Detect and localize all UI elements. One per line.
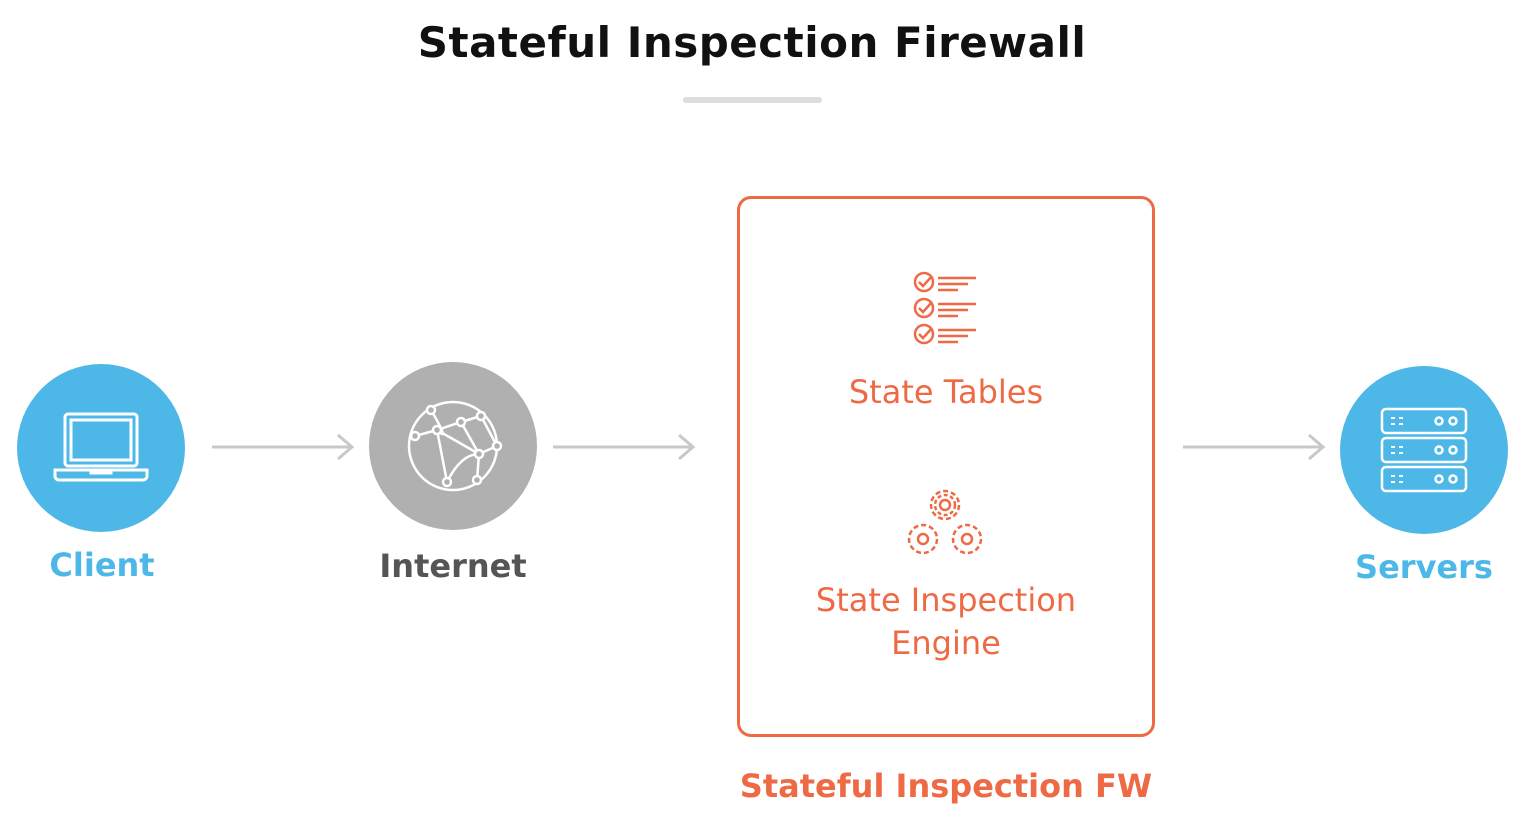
globe-network-icon [407, 400, 503, 492]
checklist-icon [913, 271, 976, 345]
servers-label: Servers [1355, 548, 1493, 586]
firewall-box [737, 196, 1155, 737]
internet-label: Internet [379, 547, 527, 585]
client-label: Client [49, 546, 155, 584]
title-underline [683, 97, 822, 103]
engine-label-line2: Engine [891, 624, 1001, 662]
arrow-client-internet [212, 433, 355, 461]
arrow-internet-firewall [553, 433, 696, 461]
state-tables-label: State Tables [848, 373, 1044, 411]
server-rack-icon [1380, 407, 1468, 493]
arrow-firewall-servers [1183, 433, 1326, 461]
engine-label-line1: State Inspection [815, 581, 1077, 619]
firewall-label: Stateful Inspection FW [739, 767, 1153, 805]
internet-node [369, 362, 537, 530]
laptop-icon [53, 412, 149, 482]
gears-icon [907, 489, 983, 555]
diagram-title: Stateful Inspection Firewall [417, 18, 1087, 67]
client-node [17, 364, 185, 532]
servers-node [1340, 366, 1508, 534]
